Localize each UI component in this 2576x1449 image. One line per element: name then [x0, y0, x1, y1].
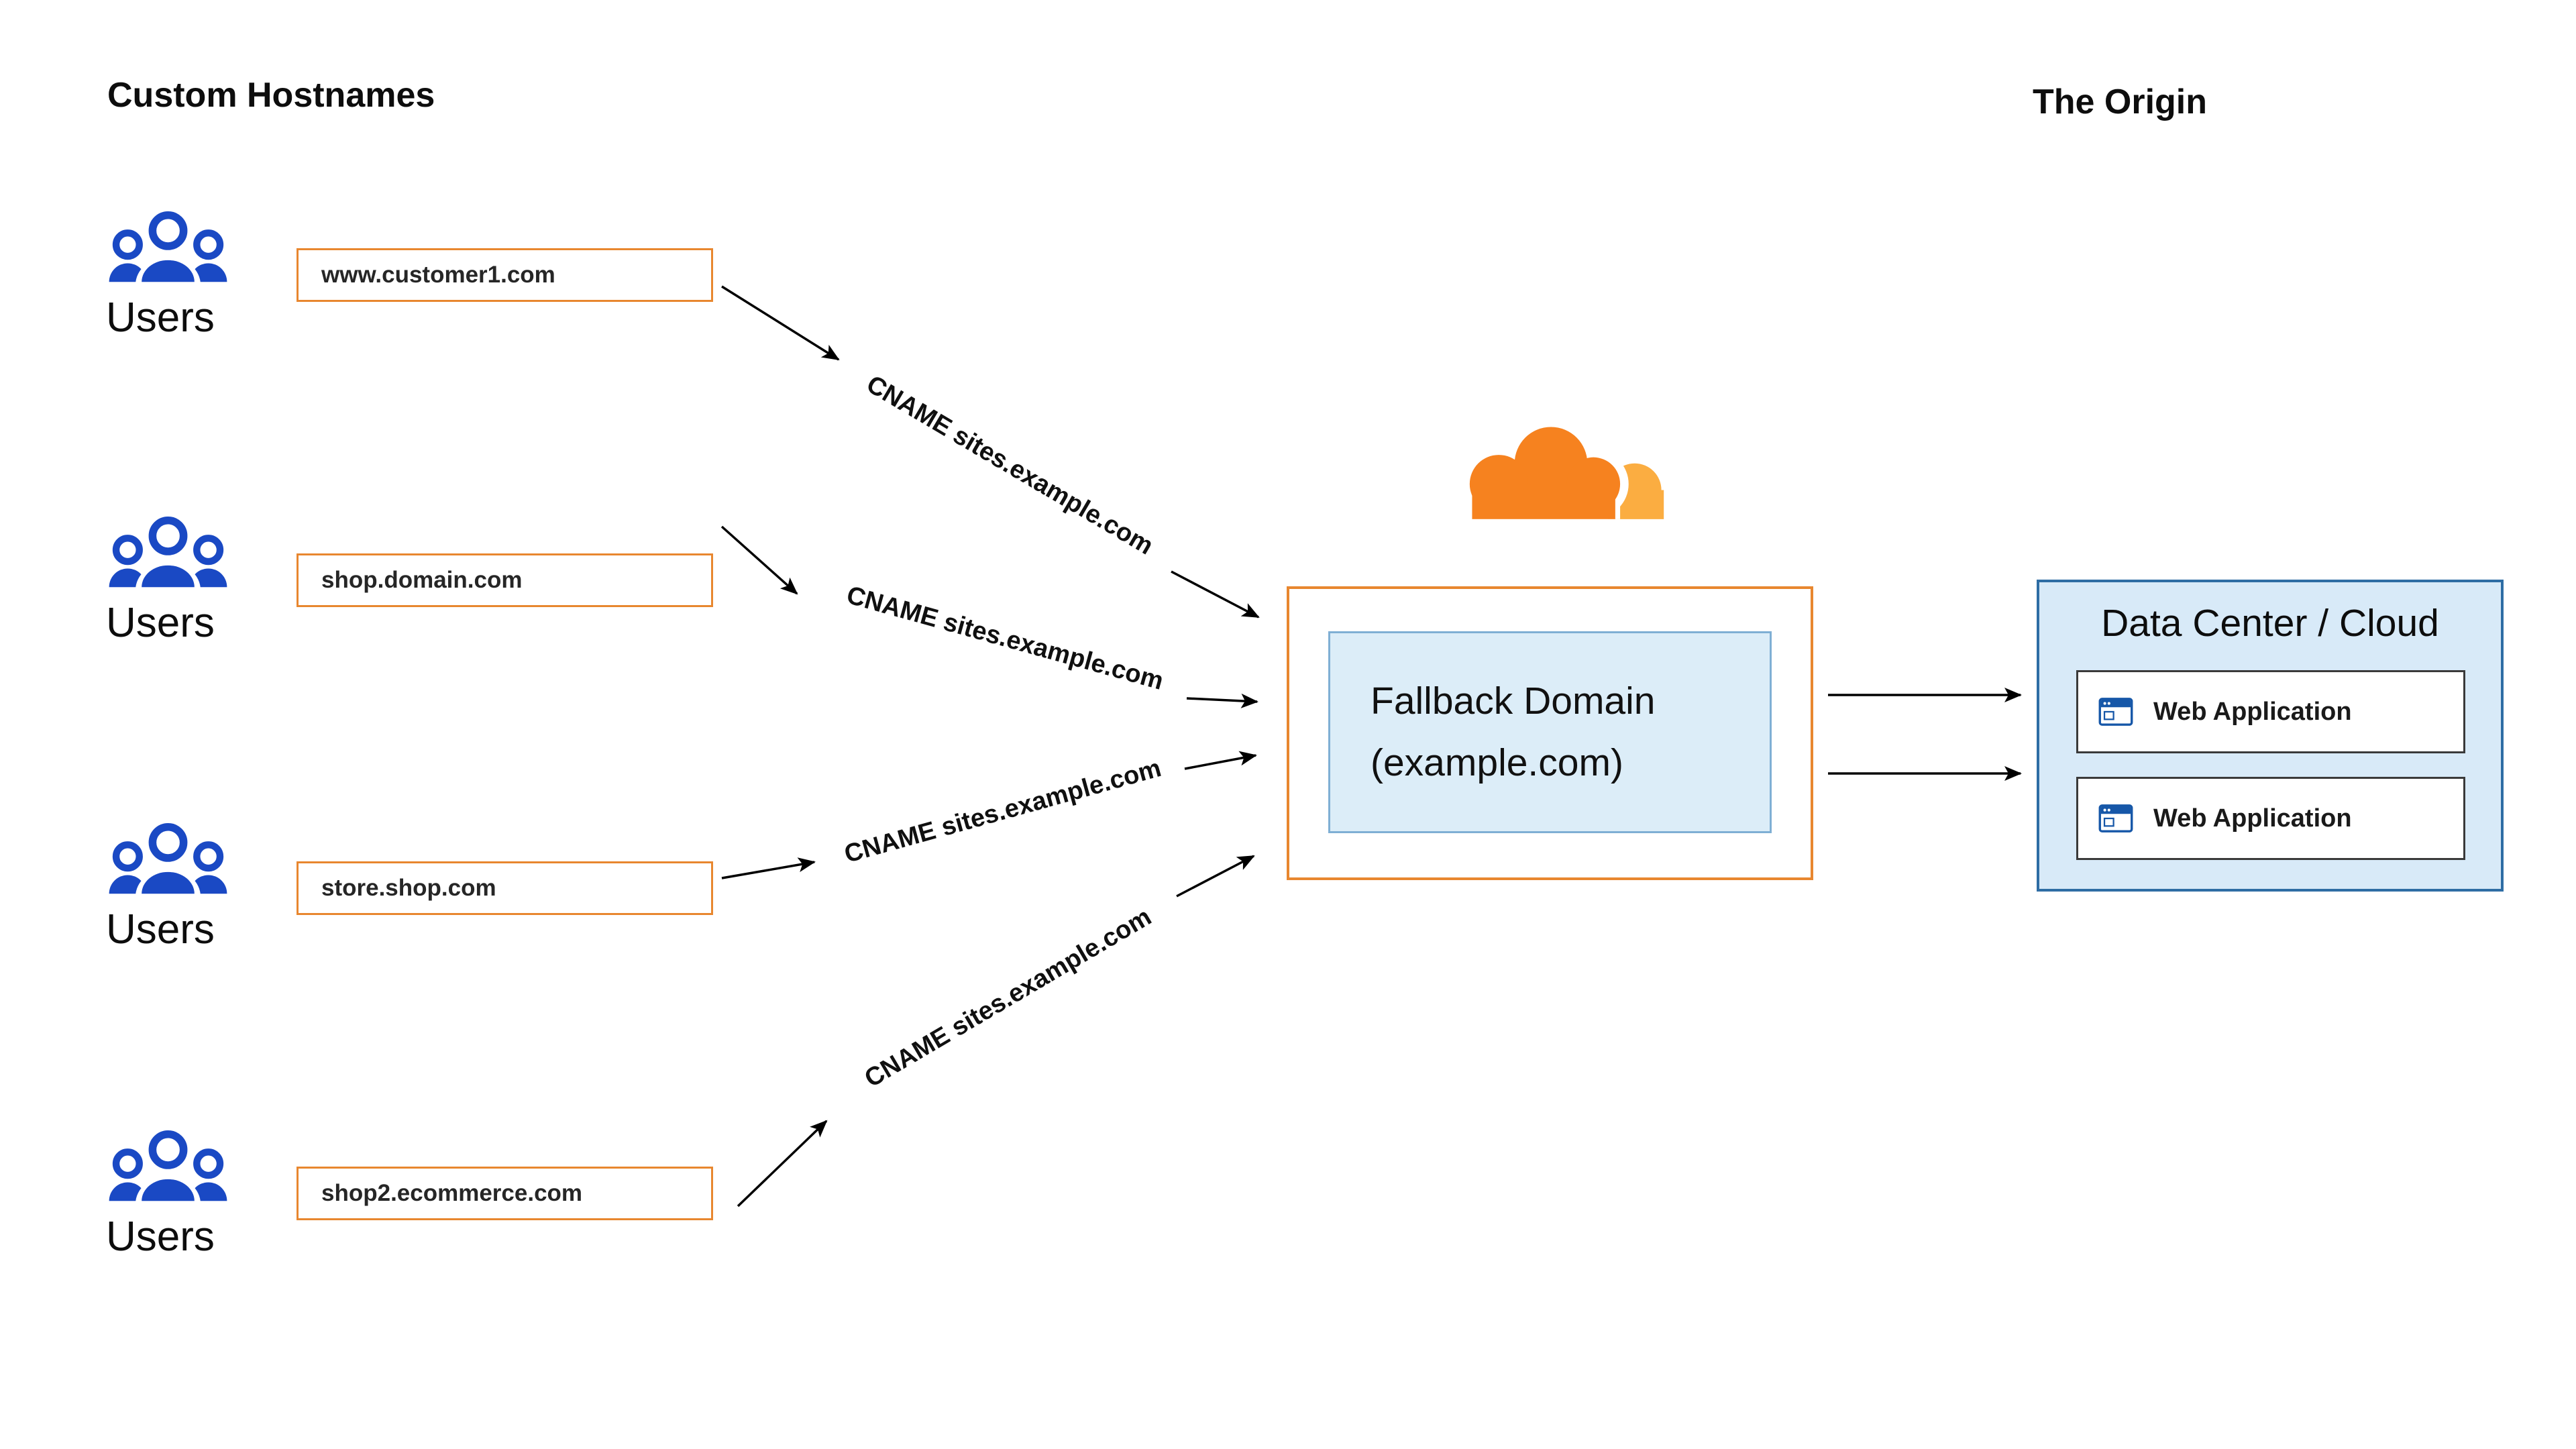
the-origin-title: The Origin — [2033, 83, 2207, 121]
users-group-icon — [109, 515, 227, 590]
hostname-box-customer1: www.customer1.com — [297, 248, 713, 302]
browser-window-icon — [2098, 804, 2133, 833]
data-center-box: Data Center / Cloud Web Application Web … — [2037, 580, 2504, 892]
users-group-4: Users — [106, 1126, 267, 1260]
fallback-domain-line1: Fallback Domain — [1371, 680, 1656, 723]
hostname-box-shop-domain: shop.domain.com — [297, 553, 713, 607]
data-center-title: Data Center / Cloud — [2101, 602, 2439, 645]
cname-label-1: CNAME sites.example.com — [861, 370, 1159, 561]
users-group-icon — [109, 209, 227, 285]
custom-hostnames-title: Custom Hostnames — [107, 76, 435, 115]
cname-label-3: CNAME sites.example.com — [841, 754, 1165, 869]
users-group-icon — [109, 1128, 227, 1204]
users-label: Users — [106, 294, 215, 341]
users-group-2: Users — [106, 512, 267, 647]
browser-window-icon — [2098, 698, 2133, 726]
users-label: Users — [106, 600, 215, 646]
web-application-item-1: Web Application — [2076, 670, 2465, 753]
users-label: Users — [106, 906, 215, 953]
users-label: Users — [106, 1214, 215, 1260]
web-application-item-2: Web Application — [2076, 777, 2465, 860]
hostname-box-shop2-ecommerce: shop2.ecommerce.com — [297, 1167, 713, 1220]
cloudflare-logo-icon — [1469, 421, 1664, 519]
fallback-domain-box: Fallback Domain (example.com) — [1328, 631, 1772, 833]
hostname-box-store-shop: store.shop.com — [297, 861, 713, 915]
users-group-icon — [109, 821, 227, 897]
users-group-1: Users — [106, 207, 267, 341]
web-application-label: Web Application — [2153, 804, 2352, 833]
fallback-domain-line2: (example.com) — [1371, 741, 1623, 784]
web-application-label: Web Application — [2153, 697, 2352, 726]
cname-label-2: CNAME sites.example.com — [843, 581, 1167, 696]
users-group-3: Users — [106, 818, 267, 953]
cname-label-4: CNAME sites.example.com — [859, 902, 1157, 1093]
